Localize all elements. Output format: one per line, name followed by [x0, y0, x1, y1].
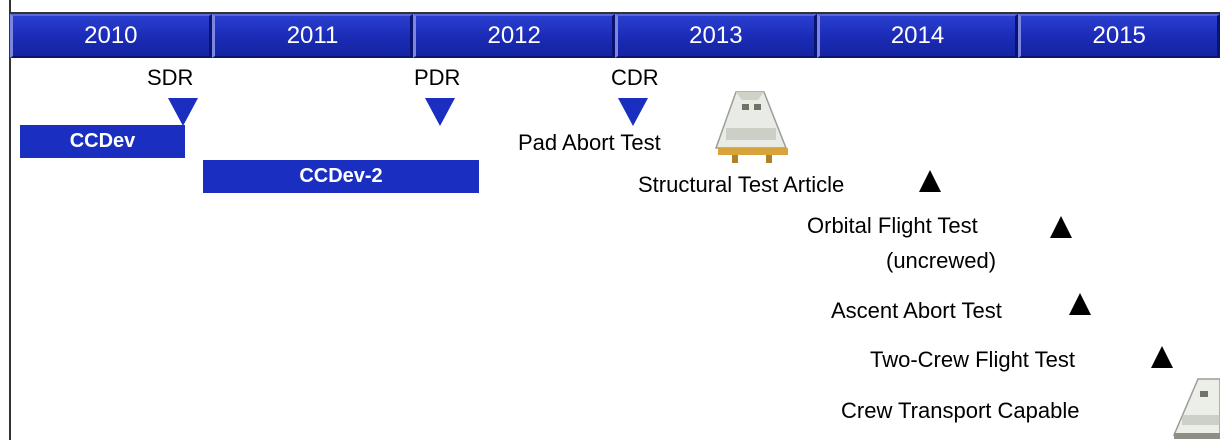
review-pdr-label: PDR [414, 65, 461, 90]
milestone-ascent-abort-test: Ascent Abort Test [831, 298, 1002, 323]
milestone-pad-abort-test: Pad Abort Test [518, 130, 661, 155]
year-2013: 2013 [615, 14, 817, 58]
milestone-two-crew-marker [1151, 346, 1173, 368]
year-header: 2010 2011 2012 2013 2014 2015 [10, 14, 1220, 58]
milestone-orbital-flight-test: Orbital Flight Test [807, 213, 978, 238]
milestone-crew-transport-capable: Crew Transport Capable [841, 398, 1080, 423]
left-rule [9, 0, 11, 440]
phase-ccdev-2-label: CCDev-2 [299, 165, 383, 187]
milestone-structural-test-article: Structural Test Article [638, 172, 845, 197]
milestone-two-crew-flight-test: Two-Crew Flight Test [870, 347, 1075, 372]
capsule-icon [1172, 378, 1220, 439]
review-cdr-marker [618, 98, 648, 126]
year-2010: 2010 [10, 14, 212, 58]
year-2011: 2011 [211, 14, 414, 58]
review-cdr-label: CDR [611, 65, 659, 90]
year-2014: 2014 [816, 14, 1019, 58]
top-rule [9, 12, 1220, 14]
review-pdr-marker [425, 98, 455, 126]
year-2015: 2015 [1018, 14, 1220, 58]
phase-ccdev-label: CCDev [69, 130, 136, 152]
year-2012: 2012 [413, 14, 616, 58]
milestone-structural-marker [919, 170, 941, 192]
milestone-orbital-marker [1050, 216, 1072, 238]
milestone-ascent-marker [1069, 293, 1091, 315]
milestone-orbital-uncrewed: (uncrewed) [886, 248, 997, 273]
review-sdr-marker [168, 98, 198, 126]
review-sdr-label: SDR [147, 65, 194, 90]
capsule-icon [714, 91, 788, 163]
phase-ccdev-2: CCDev-2 [203, 160, 479, 193]
phase-ccdev: CCDev [20, 125, 185, 158]
